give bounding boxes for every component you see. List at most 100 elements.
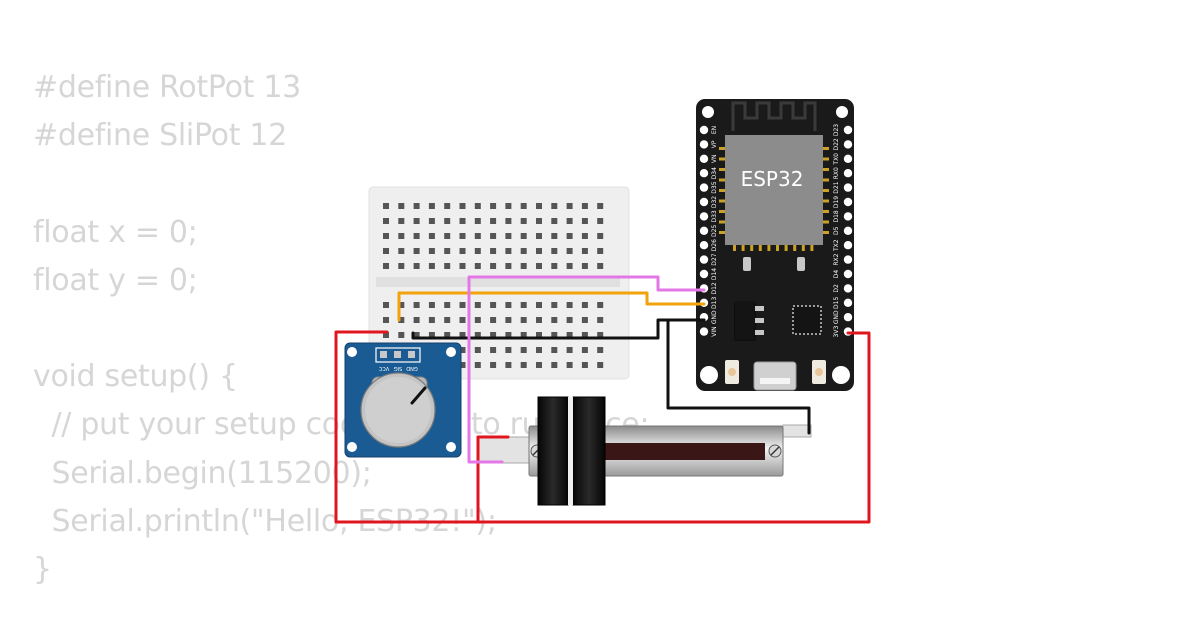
header-pin[interactable] xyxy=(699,183,709,192)
pin-label: VIN xyxy=(711,326,718,336)
breadboard-hole xyxy=(459,203,466,209)
breadboard-hole xyxy=(566,248,573,254)
breadboard-hole xyxy=(536,263,542,269)
pin-label: 3V3 xyxy=(833,326,840,338)
breadboard-hole xyxy=(383,302,389,308)
header-pin[interactable] xyxy=(699,154,709,163)
breadboard-hole xyxy=(459,332,466,338)
breadboard-hole xyxy=(551,332,558,338)
header-pin[interactable] xyxy=(843,197,853,207)
header-pin[interactable] xyxy=(843,241,853,250)
header-pin[interactable] xyxy=(699,169,709,178)
header-pin[interactable] xyxy=(843,226,853,235)
header-pin[interactable] xyxy=(843,298,853,307)
breadboard[interactable] xyxy=(368,186,630,380)
breadboard-hole xyxy=(490,233,497,239)
breadboard-hole xyxy=(490,332,497,338)
breadboard-hole xyxy=(551,347,558,353)
mount-hole xyxy=(446,347,456,357)
header-pin[interactable] xyxy=(699,212,709,221)
mount-hole xyxy=(347,442,357,452)
header-pin[interactable] xyxy=(843,255,853,264)
pin-label: D23 xyxy=(833,124,840,136)
pin-label: GND xyxy=(711,310,718,324)
breadboard-hole xyxy=(551,362,558,368)
breadboard-hole xyxy=(444,332,451,338)
mount-hole xyxy=(347,347,357,357)
header-pin[interactable] xyxy=(843,140,853,149)
breadboard-hole xyxy=(520,317,527,323)
breadboard-hole xyxy=(566,218,573,224)
pin-label: RX0 xyxy=(833,167,840,179)
breadboard-hole xyxy=(444,218,451,224)
pin-label: D35 xyxy=(711,181,718,193)
pin-label: VP xyxy=(711,140,718,148)
pin-label: D5 xyxy=(833,226,840,235)
breadboard-hole xyxy=(459,362,466,368)
header-pin[interactable] xyxy=(699,226,709,235)
breadboard-hole xyxy=(490,203,497,209)
breadboard-hole xyxy=(581,362,588,368)
breadboard-hole xyxy=(566,362,573,368)
breadboard-hole xyxy=(490,248,497,254)
breadboard-hole xyxy=(551,233,558,239)
breadboard-hole xyxy=(536,347,542,353)
breadboard-hole xyxy=(551,248,558,254)
header-pin[interactable] xyxy=(699,125,709,135)
mount-hole xyxy=(832,366,850,384)
rotary-potentiometer[interactable]: VCC SIG GND xyxy=(344,342,462,458)
header-pin[interactable] xyxy=(843,284,853,293)
breadboard-hole xyxy=(597,317,604,323)
breadboard-hole xyxy=(444,203,451,209)
breadboard-hole xyxy=(413,248,420,254)
header-pin[interactable] xyxy=(843,269,853,279)
pin-label: D27 xyxy=(711,253,718,265)
breadboard-hole xyxy=(520,203,527,209)
header-pin[interactable] xyxy=(843,154,853,163)
breadboard-hole xyxy=(581,332,588,338)
pin-label: D33 xyxy=(711,210,718,222)
header-pin[interactable] xyxy=(699,255,709,264)
breadboard-hole xyxy=(520,233,527,239)
slider-knob[interactable] xyxy=(537,396,606,506)
breadboard-hole xyxy=(581,263,588,269)
breadboard-hole xyxy=(536,203,542,209)
header-pin[interactable] xyxy=(843,212,853,221)
breadboard-hole xyxy=(551,302,558,308)
breadboard-hole xyxy=(444,263,451,269)
header-pin[interactable] xyxy=(699,197,709,207)
breadboard-hole xyxy=(597,362,604,368)
header-pin[interactable] xyxy=(699,241,709,250)
header-pin[interactable] xyxy=(699,140,709,149)
breadboard-hole xyxy=(413,332,420,338)
breadboard-hole xyxy=(520,332,527,338)
pin-label-vcc: VCC xyxy=(378,365,389,371)
usb-port[interactable] xyxy=(753,361,797,391)
breadboard-hole xyxy=(566,347,573,353)
breadboard-hole xyxy=(474,203,481,209)
breadboard-hole xyxy=(413,302,420,308)
breadboard-hole xyxy=(566,263,573,269)
breadboard-hole xyxy=(383,248,389,254)
code-line: float x = 0; xyxy=(33,214,198,250)
breadboard-hole xyxy=(505,203,512,209)
breadboard-hole xyxy=(474,317,481,323)
header-pin[interactable] xyxy=(843,183,853,192)
slide-potentiometer[interactable] xyxy=(478,396,812,506)
code-line: void setup() { xyxy=(33,359,238,395)
wires xyxy=(334,275,871,524)
breadboard-hole xyxy=(505,263,512,269)
header-pin[interactable] xyxy=(843,169,853,178)
breadboard-hole xyxy=(428,233,435,239)
breadboard-hole xyxy=(428,263,435,269)
header-pin[interactable] xyxy=(843,125,853,135)
breadboard-hole xyxy=(536,302,542,308)
header-pin[interactable] xyxy=(699,269,709,279)
breadboard-hole xyxy=(566,317,573,323)
breadboard-hole xyxy=(459,317,466,323)
pin-label: TX2 xyxy=(833,239,840,252)
header-pin[interactable] xyxy=(699,327,709,336)
breadboard-hole xyxy=(536,317,542,323)
header-pin[interactable] xyxy=(843,313,853,322)
